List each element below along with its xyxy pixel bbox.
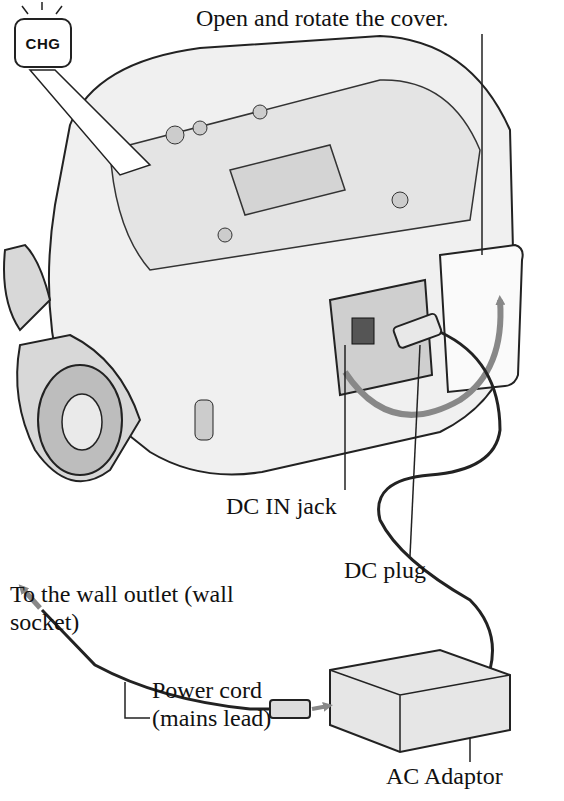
eyecup (38, 365, 122, 475)
ac-adaptor (330, 650, 510, 752)
button (392, 192, 408, 208)
leader-line (410, 345, 420, 556)
button (253, 105, 267, 119)
eyepiece (17, 335, 140, 481)
leader-line (344, 345, 346, 490)
insert-arrow (312, 706, 328, 709)
leader-line (469, 738, 471, 762)
indicator-text: CHG (26, 35, 61, 52)
part-label: To the wall outlet (wall socket) (10, 580, 272, 636)
button (166, 126, 184, 144)
dc-cable (379, 332, 500, 670)
eyepiece (4, 245, 50, 330)
part-label: DC IN jack (226, 492, 426, 520)
dial (195, 400, 213, 440)
part-label: Power cord (mains lead) (152, 676, 302, 732)
jack-cover (440, 245, 523, 392)
slider (230, 145, 345, 215)
ac-adaptor-edge (330, 670, 510, 752)
dc-in-jack (352, 318, 374, 344)
leader-line (481, 34, 483, 255)
eyepiece-lens (62, 394, 102, 450)
callout-wedge (30, 70, 150, 175)
power-plug (270, 700, 310, 718)
lamp-rays (22, 2, 62, 14)
indicator-callout: CHG (14, 18, 72, 68)
button (218, 228, 232, 242)
leader-line (125, 682, 150, 718)
top-panel (110, 80, 480, 270)
part-label: DC plug (344, 556, 504, 584)
button (193, 121, 207, 135)
part-label: AC Adaptor (386, 762, 561, 790)
part-label: Open and rotate the cover. (196, 4, 556, 32)
dc-plug (393, 313, 443, 349)
